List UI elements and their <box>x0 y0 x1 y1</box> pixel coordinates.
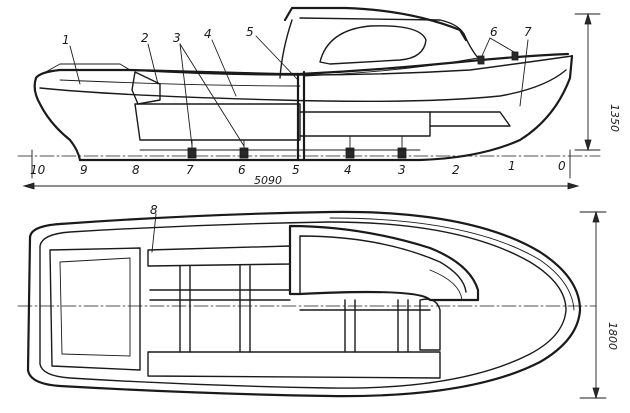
height-label: 1350 <box>608 104 621 132</box>
cabin-plan <box>288 224 480 302</box>
cabin-side <box>303 57 479 77</box>
cleat-1 <box>477 55 485 65</box>
sheer-line <box>34 52 570 80</box>
callout-labels: 1 2 3 4 5 6 7 8 <box>62 25 532 217</box>
station-8: 8 <box>132 163 140 177</box>
stern-coaming <box>41 63 131 75</box>
hull-outline <box>26 210 582 398</box>
station-9: 9 <box>80 163 88 177</box>
floor-slats <box>149 265 431 353</box>
station-4: 4 <box>344 163 352 177</box>
station-5: 5 <box>292 163 300 177</box>
callout-7: 7 <box>524 25 532 39</box>
callout-1: 1 <box>62 33 70 47</box>
forward-bench <box>299 111 431 137</box>
station-0: 0 <box>558 159 566 173</box>
station-labels: 10 9 8 7 6 5 4 3 2 1 0 <box>30 159 566 177</box>
beam-label: 1800 <box>606 322 619 350</box>
frame-block-3 <box>345 147 355 159</box>
keel-line <box>78 54 574 162</box>
foredeck-inner <box>429 269 463 301</box>
frame-block-1 <box>187 147 197 159</box>
bow-hatch <box>419 298 441 351</box>
callout-8: 8 <box>150 203 158 217</box>
station-7: 7 <box>186 163 194 177</box>
rail-line <box>129 55 573 76</box>
cabin-top-edge <box>299 17 465 35</box>
stern-transom <box>33 76 82 162</box>
callout-4: 4 <box>204 27 212 41</box>
station-ticks <box>31 149 571 179</box>
side-bench-top <box>147 245 291 267</box>
station-10: 10 <box>30 163 46 177</box>
plan-view <box>17 210 607 400</box>
side-view <box>17 6 601 190</box>
callout-2: 2 <box>141 31 149 45</box>
windshield <box>279 19 293 79</box>
cabin-front <box>463 33 479 59</box>
inner-deck-line <box>59 79 301 87</box>
aft-seat <box>131 71 161 105</box>
leader-lines <box>69 35 529 253</box>
beam-dimension <box>579 210 607 400</box>
frame-block-4 <box>397 147 407 159</box>
station-1: 1 <box>508 159 516 173</box>
callout-5: 5 <box>246 25 254 39</box>
porthole <box>319 25 427 65</box>
stern-bench <box>49 247 141 371</box>
side-bench <box>134 103 301 141</box>
cabin-hatch <box>299 235 467 295</box>
station-6: 6 <box>238 163 246 177</box>
stern-bench-inner <box>59 257 131 357</box>
station-2: 2 <box>452 163 460 177</box>
dimension-labels: 5090 1350 1800 <box>254 104 621 350</box>
cleat-2 <box>511 51 519 61</box>
station-3: 3 <box>398 163 406 177</box>
callout-6: 6 <box>490 25 498 39</box>
callout-3: 3 <box>173 31 181 45</box>
foredeck-line <box>329 217 575 311</box>
length-dimension <box>22 182 580 190</box>
side-bench-bottom <box>147 351 441 379</box>
length-label: 5090 <box>254 174 282 187</box>
frame-block-2 <box>239 147 249 159</box>
height-dimension <box>574 12 601 152</box>
cabin-roof <box>283 6 468 42</box>
gunwale-inner <box>39 221 567 389</box>
bow-storage <box>429 111 511 127</box>
